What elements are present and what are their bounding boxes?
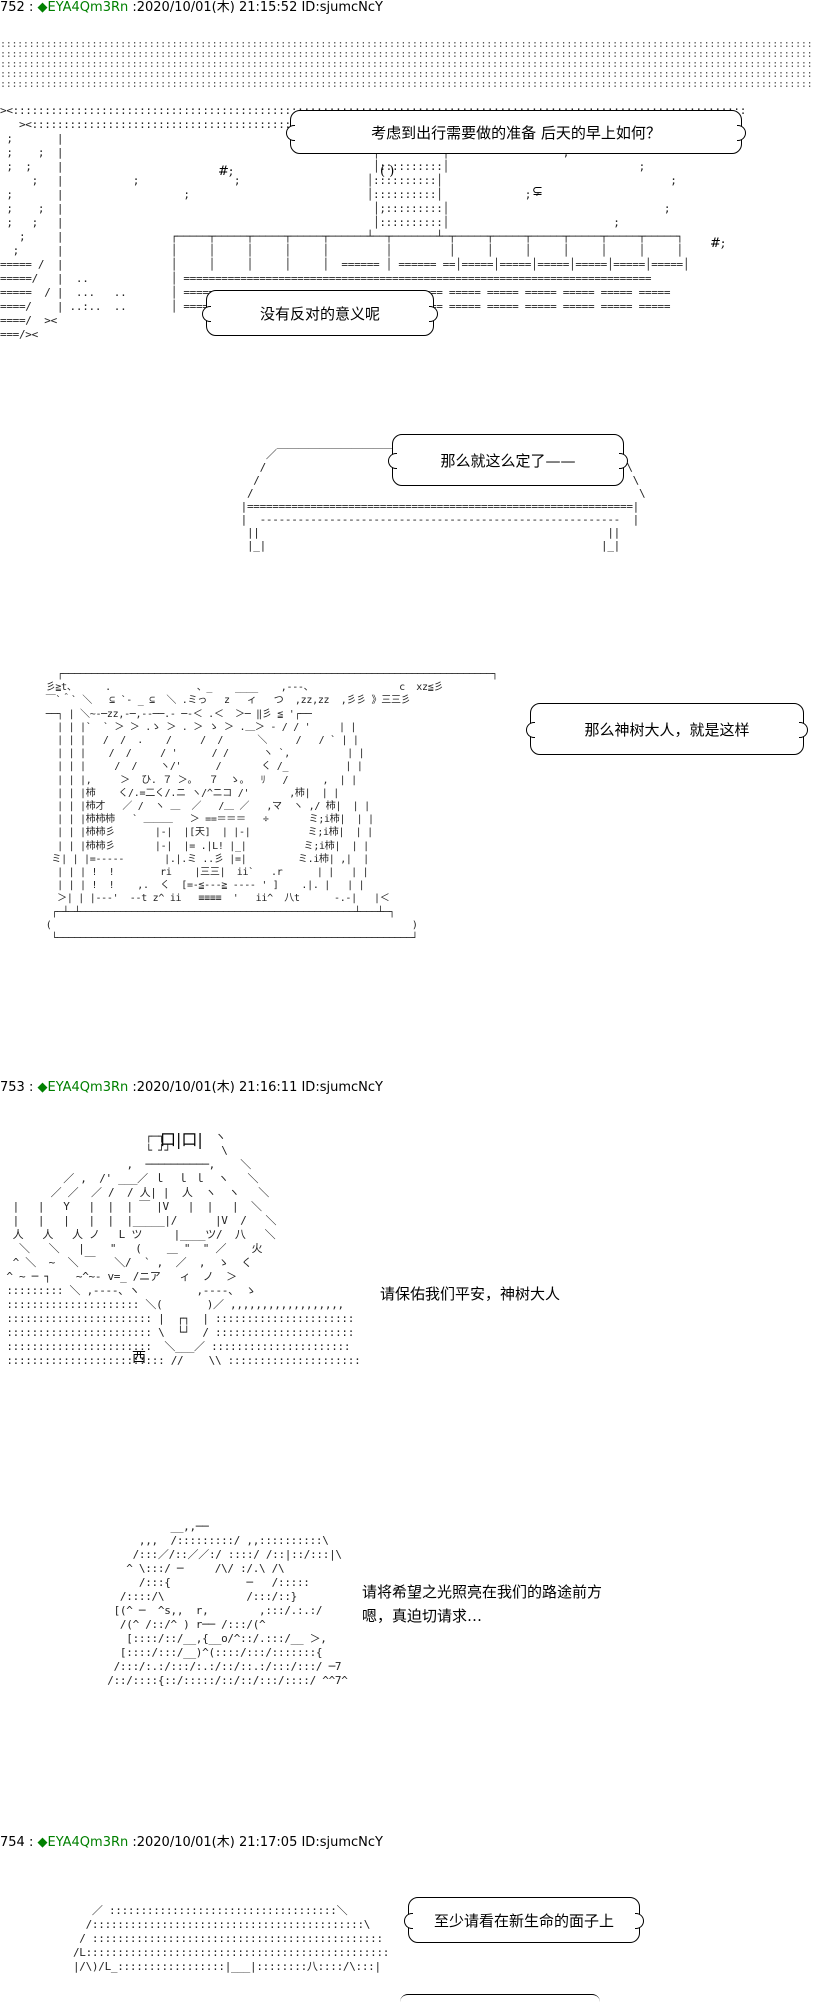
trip-diamond: ◆ <box>37 1080 48 1095</box>
post-header-753: 753 : ◆EYA4Qm3Rn :2020/10/01(木) 21:16:11… <box>0 1080 383 1096</box>
trip-name: EYA4Qm3Rn <box>47 1835 129 1850</box>
post-sep: : <box>24 1835 38 1850</box>
ascii-art-bottom: ／ ::::::::::::::::::::::::::::::::::::＼ … <box>72 1904 390 1973</box>
trip-diamond: ◆ <box>37 1835 48 1850</box>
narration-5: 请保佑我们平安，神树大人 <box>380 1282 560 1306</box>
ascii-art-building: ><::::::::::::::::::::::::::::::::::::::… <box>0 104 746 341</box>
post-number: 752 <box>0 0 25 15</box>
post-datetime: :2020/10/01(木) 21:15:52 ID:sjumcNcY <box>128 0 383 15</box>
ascii-art-sky: ::::::::::::::::::::::::::::::::::::::::… <box>0 39 813 90</box>
hash-mark-2: #; <box>710 236 726 251</box>
narration-text: 请保佑我们平安，神树大人 <box>380 1285 561 1303</box>
ascii-art-girl: ┌─┐ ヽ └ ┘┘ \ , ──────────, ＼ ／ , /' ___／… <box>6 1130 361 1367</box>
ascii-art-shrine: ┌───────────────────────────────────────… <box>45 669 498 945</box>
speech-text: 那么就这么定了—— <box>440 451 576 470</box>
speech-text: 那么神树大人，就是这样 <box>584 720 750 739</box>
speech-text: 考虑到出行需要做的准备 后天的早上如何？ <box>371 123 661 142</box>
speech-bubble-3: 那么就这么定了—— <box>388 434 628 486</box>
sigma-mark: ⊊ <box>532 184 543 199</box>
post-sep: : <box>24 0 38 15</box>
hash-mark-1: #; <box>218 164 234 179</box>
trip-name: EYA4Qm3Rn <box>47 1080 129 1095</box>
sign-parens: ( ) <box>380 164 395 179</box>
post-datetime: :2020/10/01(木) 21:17:05 ID:sjumcNcY <box>128 1835 383 1850</box>
bubble-partial-edge <box>400 1994 600 2005</box>
narration-text-b: 嗯，真迫切请求… <box>362 1607 483 1625</box>
speech-bubble-7: 至少请看在新生命的面子上 <box>404 1897 644 1943</box>
speech-bubble-1: 考虑到出行需要做的准备 后天的早上如何？ <box>286 110 746 154</box>
ascii-art-hands: __,,── ,,, /:::::::::/ ,,::::::::::\ /::… <box>107 1520 348 1687</box>
speech-text: 没有反对的意义呢 <box>259 304 380 323</box>
trip-name: EYA4Qm3Rn <box>47 0 129 15</box>
post-number: 753 <box>0 1080 25 1095</box>
speech-bubble-4: 那么神树大人，就是这样 <box>526 703 808 755</box>
post-sep: : <box>24 1080 38 1095</box>
post-header-752: 752 : ◆EYA4Qm3Rn :2020/10/01(木) 21:15:52… <box>0 0 383 16</box>
kanji-top: 口|口| <box>160 1130 203 1149</box>
post-number: 754 <box>0 1835 25 1850</box>
post-header-754: 754 : ◆EYA4Qm3Rn :2020/10/01(木) 21:17:05… <box>0 1835 383 1851</box>
narration-6: 请将希望之光照亮在我们的路途前方 嗯，真迫切请求… <box>362 1580 602 1628</box>
kanji-chest: 西 <box>132 1350 146 1366</box>
post-datetime: :2020/10/01(木) 21:16:11 ID:sjumcNcY <box>128 1080 383 1095</box>
speech-bubble-2: 没有反对的意义呢 <box>202 290 438 336</box>
narration-text-a: 请将希望之光照亮在我们的路途前方 <box>362 1583 603 1601</box>
trip-diamond: ◆ <box>37 0 48 15</box>
speech-text: 至少请看在新生命的面子上 <box>433 1911 614 1930</box>
